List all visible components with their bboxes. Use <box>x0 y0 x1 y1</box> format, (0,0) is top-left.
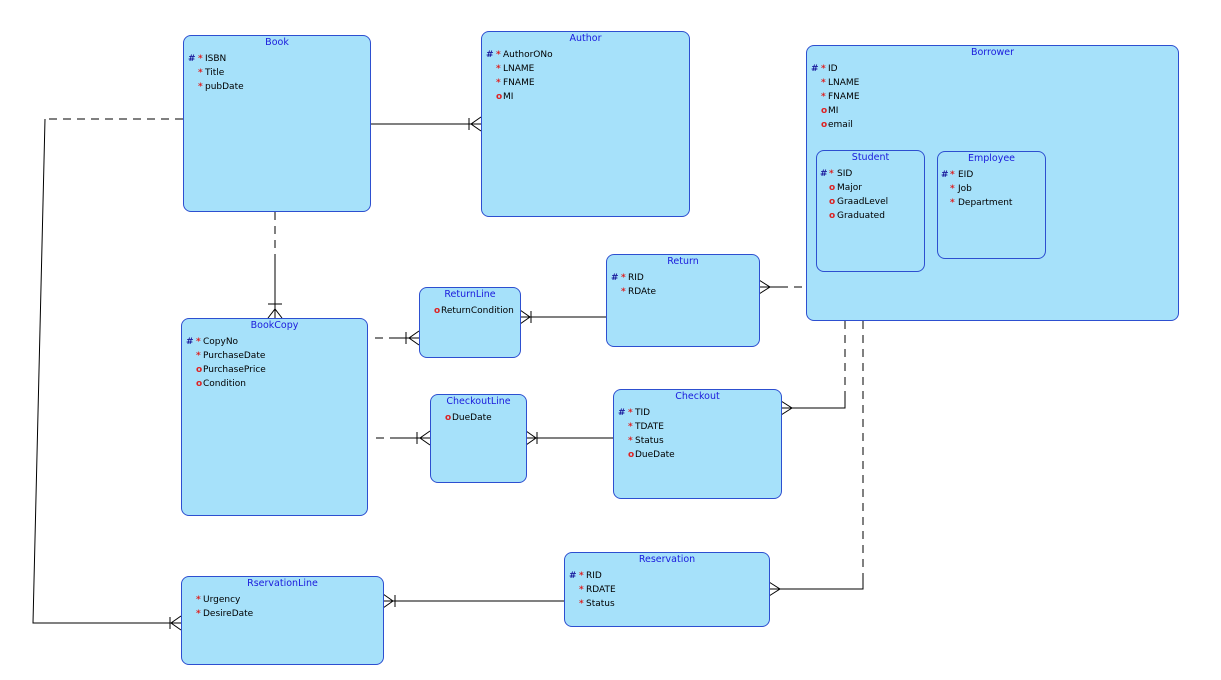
rel-return-borrower <box>758 279 806 295</box>
rel-checkoutline-checkout <box>525 430 613 446</box>
attribute-row: *Job <box>950 184 972 194</box>
rel-checkout-borrower <box>780 321 846 416</box>
attribute-row: #*CopyNo <box>186 337 239 347</box>
attribute-row: #*EID <box>941 170 974 180</box>
rel-bookcopy-checkoutline <box>376 430 431 446</box>
entity-title: Reservation <box>638 554 696 565</box>
rel-bookcopy-returnline <box>375 330 420 346</box>
attribute-row: #*ISBN <box>188 54 227 64</box>
rel-returnline-return <box>519 309 606 325</box>
entity-title: BookCopy <box>250 320 299 331</box>
attribute-row: *Urgency <box>196 595 241 605</box>
attribute-row: *FNAME <box>496 78 535 88</box>
entity-employee[interactable]: Employee #*EID *Job *Department <box>937 151 1046 259</box>
rel-rservationline-reservation <box>382 593 564 609</box>
entity-rservationline[interactable]: RservationLine *Urgency *DesireDate <box>181 576 384 665</box>
attribute-row: *FNAME <box>821 92 860 102</box>
attribute-row: #*TID <box>618 408 651 418</box>
attribute-row: *Title <box>198 68 225 78</box>
attribute-row: *TDATE <box>628 422 664 432</box>
entity-title: Checkout <box>675 391 720 402</box>
attribute-row: #*SID <box>820 169 853 179</box>
attribute-row: *pubDate <box>198 82 244 92</box>
rel-book-rservationline <box>32 118 183 631</box>
attribute-row: #*ID <box>811 64 838 74</box>
attribute-row: *Department <box>950 198 1013 208</box>
entity-title: Borrower <box>970 47 1015 58</box>
entity-title: Student <box>851 152 890 163</box>
attribute-row: *RDAte <box>621 287 657 297</box>
attribute-row: *LNAME <box>496 64 535 74</box>
entity-title: RservationLine <box>247 578 318 589</box>
entity-title: Book <box>265 37 289 48</box>
entity-title: Return <box>667 256 699 267</box>
attribute-row: *LNAME <box>821 78 860 88</box>
attribute-row: #*AuthorONo <box>486 50 553 60</box>
entity-title: Employee <box>967 153 1016 164</box>
entity-title: Author <box>569 33 602 44</box>
attribute-row: *RDATE <box>579 585 616 595</box>
rel-book-author <box>371 116 482 132</box>
entity-title: CheckoutLine <box>446 396 511 407</box>
attribute-row: #*RID <box>611 273 644 283</box>
entity-reservation[interactable]: Reservation #*RID *RDATE *Status <box>564 552 770 627</box>
attribute-row: *DesireDate <box>196 609 254 619</box>
rel-book-bookcopy <box>267 212 283 319</box>
entity-return[interactable]: Return #*RID *RDAte <box>606 254 760 347</box>
attribute-row: *Status <box>579 599 615 609</box>
entity-book[interactable]: Book #*ISBN *Title *pubDate <box>183 35 371 212</box>
attribute-row: *PurchaseDate <box>196 351 266 361</box>
attribute-row: #*RID <box>569 571 602 581</box>
entity-title: ReturnLine <box>444 289 496 300</box>
rel-reservation-borrower <box>768 321 864 597</box>
attribute-row: *Status <box>628 436 664 446</box>
